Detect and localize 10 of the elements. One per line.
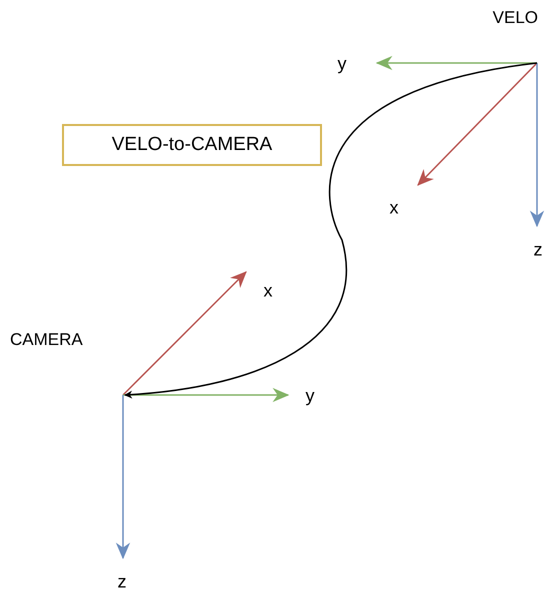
axis-label: z (118, 572, 126, 592)
curved-arrow (124, 62, 538, 398)
axis-label: z (534, 240, 542, 260)
axis-label: x (264, 280, 272, 302)
axis-label: y (306, 386, 314, 406)
axis-label: y (338, 54, 346, 74)
frame-label: VELO (492, 8, 538, 28)
title-box: VELO-to-CAMERA (62, 124, 322, 166)
frame-label: CAMERA (10, 330, 83, 350)
axis-label: x (390, 198, 398, 218)
